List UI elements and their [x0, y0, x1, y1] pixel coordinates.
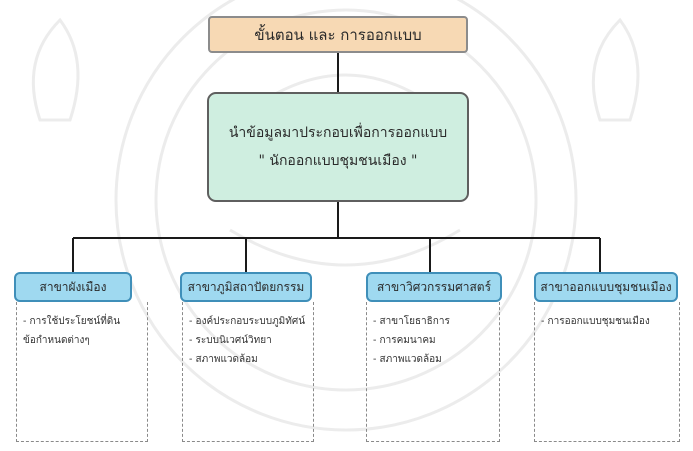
branch-title: สาขาภูมิสถาปัตยกรรม	[187, 279, 305, 294]
branch-title: สาขาผังเมือง	[39, 279, 107, 294]
list-item: - การใช้ประโยชน์ที่ดิน	[23, 316, 121, 327]
list-item: - องค์ประกอบระบบภูมิทัศน์	[189, 316, 306, 327]
branch-title: สาขาออกแบบชุมชนเมือง	[540, 279, 672, 294]
center-line-2: " นักออกแบบชุมชนเมือง "	[258, 153, 418, 169]
center-box: นำข้อมูลมาประกอบเพื่อการออกแบบ " นักออกแ…	[207, 92, 469, 202]
branch-head-urban-design: สาขาออกแบบชุมชนเมือง	[534, 272, 678, 302]
process-title-label: ขั้นตอน และ การออกแบบ	[254, 25, 422, 44]
branch-title: สาขาวิศวกรรมศาสตร์	[376, 279, 492, 294]
branch-body-urban-planning: - การใช้ประโยชน์ที่ดิน ข้อกำหนดต่างๆ	[16, 302, 148, 442]
list-item: - ระบบนิเวศน์วิทยา	[189, 335, 272, 346]
process-title-box: ขั้นตอน และ การออกแบบ	[208, 16, 468, 53]
list-item: - การออกแบบชุมชนเมือง	[541, 316, 650, 327]
branch-body-landscape: - องค์ประกอบระบบภูมิทัศน์ - ระบบนิเวศน์ว…	[182, 302, 314, 442]
branch-head-engineering: สาขาวิศวกรรมศาสตร์	[366, 272, 502, 302]
list-item: ข้อกำหนดต่างๆ	[23, 335, 90, 346]
list-item: - สาขาโยธาธิการ	[373, 316, 450, 327]
list-item: - สภาพแวดล้อม	[189, 354, 258, 365]
list-item: - สภาพแวดล้อม	[373, 354, 442, 365]
branch-head-landscape: สาขาภูมิสถาปัตยกรรม	[180, 272, 312, 302]
branch-body-engineering: - สาขาโยธาธิการ - การคมนาคม - สภาพแวดล้อ…	[366, 302, 500, 442]
branch-body-urban-design: - การออกแบบชุมชนเมือง	[534, 302, 680, 442]
center-line-1: นำข้อมูลมาประกอบเพื่อการออกแบบ	[228, 125, 448, 141]
branch-head-urban-planning: สาขาผังเมือง	[14, 272, 132, 302]
list-item: - การคมนาคม	[373, 335, 436, 346]
